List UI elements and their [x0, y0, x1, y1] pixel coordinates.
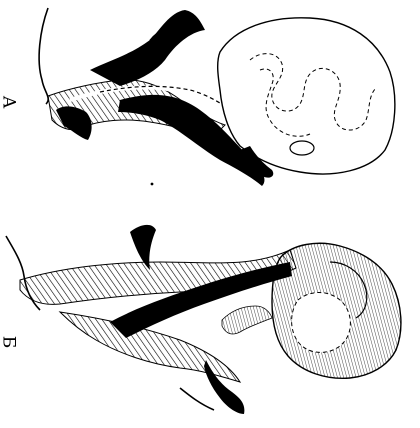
- panel-b-fibers: [222, 306, 272, 334]
- panel-b-drawing: [6, 225, 401, 414]
- panel-a-drawing: [39, 8, 395, 186]
- panel-a-dark-band-upper: [90, 10, 205, 86]
- panel-a-oval-structure: [290, 141, 314, 155]
- panel-b-brain-contour: [292, 293, 351, 353]
- panel-b-label: Б: [0, 336, 18, 349]
- panel-a-label: А: [0, 96, 18, 109]
- panel-a-dot: [151, 183, 154, 186]
- panel-b-bottom-tail: [180, 388, 214, 410]
- panel-a-outline-curve: [39, 8, 48, 104]
